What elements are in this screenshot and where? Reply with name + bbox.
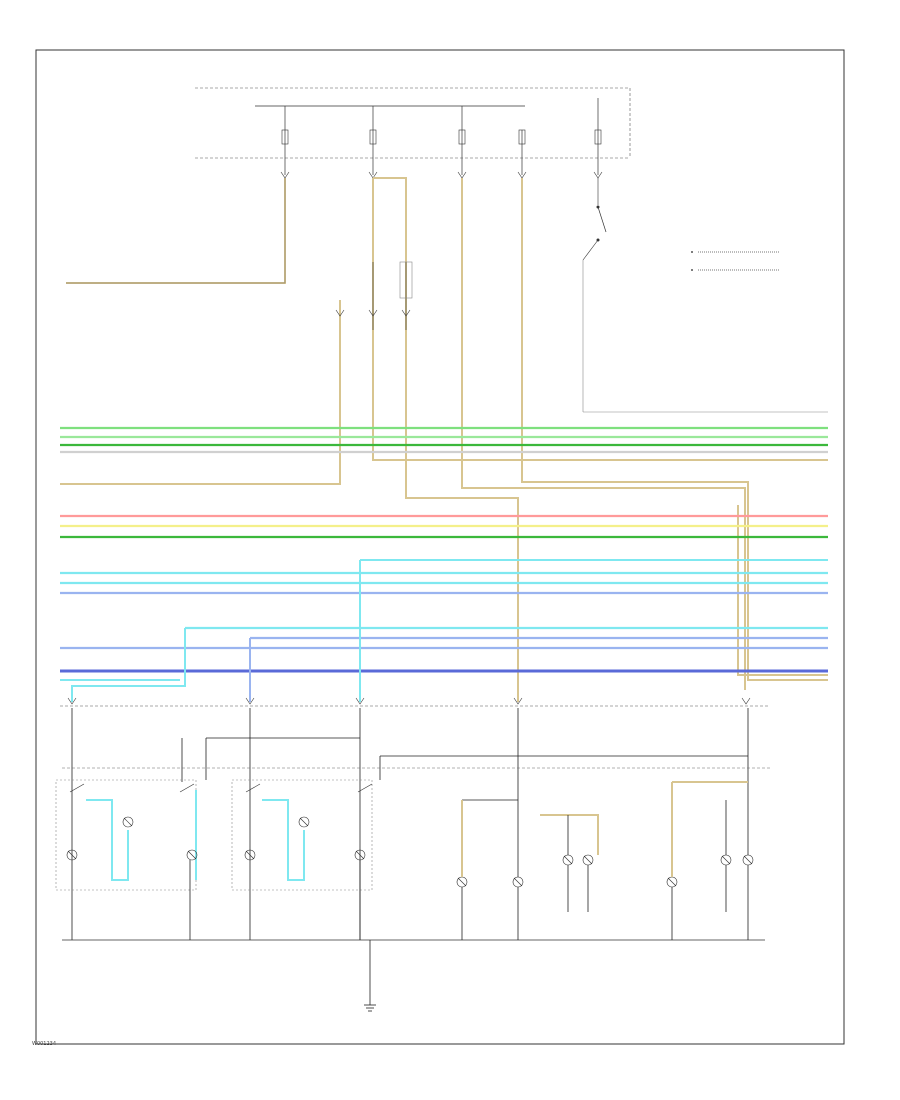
switch-module-left [55, 779, 373, 891]
branch-wires [60, 559, 828, 702]
lamp-bulb-icon [742, 854, 754, 866]
lamp-bulb-icon [562, 854, 574, 866]
lamp-bulb-icon [512, 876, 524, 888]
splice-connectors [335, 261, 413, 330]
figure-code: W001234 [32, 1041, 57, 1047]
lamp-bulb-icon [122, 816, 134, 828]
legend-note [691, 251, 780, 271]
lamp-bulb-icon [244, 849, 256, 861]
ground-symbol-icon [364, 1004, 376, 1012]
lamp-bulb-icon [666, 876, 678, 888]
harness-connector-row [60, 697, 770, 707]
right-lower-wiring [189, 781, 749, 940]
lamp-bulb-icon [298, 816, 310, 828]
relay-switch [582, 178, 828, 413]
tan-feed-wires [60, 177, 828, 702]
lower-black-wiring [62, 708, 770, 1005]
lamp-bulb-icon [720, 854, 732, 866]
fuse-block [195, 87, 631, 179]
lamp-bulbs [66, 816, 754, 888]
diagram-frame [35, 49, 845, 1045]
lamp-bulb-icon [582, 854, 594, 866]
lamp-bulb-icon [66, 849, 78, 861]
bus-wires [60, 426, 828, 673]
lamp-bulb-icon [186, 849, 198, 861]
lamp-bulb-icon [456, 876, 468, 888]
